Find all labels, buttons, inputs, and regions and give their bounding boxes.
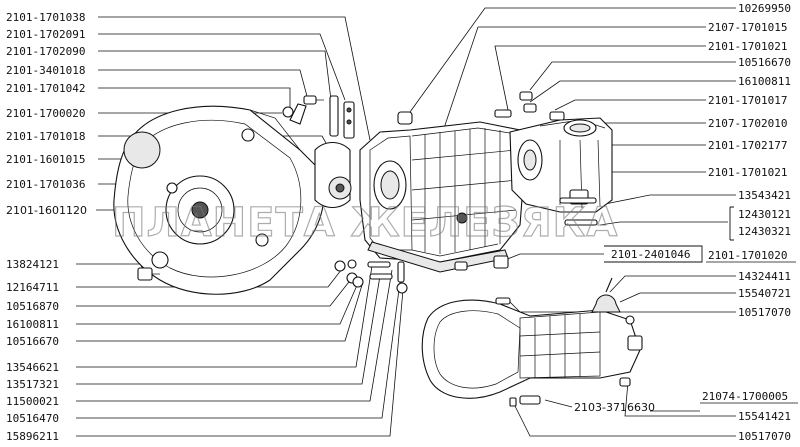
label-2101-3401018: 2101-3401018: [6, 64, 85, 77]
gearbox-case: [359, 111, 526, 273]
label-2101-1701038: 2101-1701038: [6, 11, 85, 24]
small-fasteners: [137, 255, 509, 294]
label-15896211: 15896211: [6, 430, 59, 443]
label-2101-1702090: 2101-1702090: [6, 45, 85, 58]
label-2101-1601015: 2101-1601015: [6, 153, 85, 166]
label-16100811-right: 16100811: [738, 75, 791, 88]
gear-lever-boot: [591, 294, 621, 313]
label-2101-1700020: 2101-1700020: [6, 107, 85, 120]
label-2101-1701020: 2101-1701020: [708, 249, 787, 262]
right-labels: 10269950 2107-1701015 2101-1701021 10516…: [604, 2, 796, 263]
label-15540721: 15540721: [738, 287, 791, 300]
label-10516670-right: 10516670: [738, 56, 791, 69]
plug-icon: [282, 106, 294, 118]
small-parts-upper-left: [303, 95, 355, 209]
label-2101-1701042: 2101-1701042: [6, 82, 85, 95]
left-labels: 2101-1701038 2101-1702091 2101-1702090 2…: [6, 11, 87, 443]
label-13824121: 13824121: [6, 258, 59, 271]
label-13517321: 13517321: [6, 378, 59, 391]
label-2101-1702091: 2101-1702091: [6, 28, 85, 41]
label-2101-1702177: 2101-1702177: [708, 139, 787, 152]
label-15541421: 15541421: [738, 410, 791, 423]
label-12430321: 12430321: [738, 225, 791, 238]
label-10516470: 10516470: [6, 412, 59, 425]
bottom-right-labels: 14324411 15540721 10517070 21074-1700005…: [574, 270, 798, 443]
label-14324411: 14324411: [738, 270, 791, 283]
label-2101-1701021-mid: 2101-1701021: [708, 166, 787, 179]
label-10269950: 10269950: [738, 2, 791, 15]
label-10516670: 10516670: [6, 335, 59, 348]
label-2101-1701036: 2101-1701036: [6, 178, 85, 191]
label-21074-1700005: 21074-1700005: [702, 390, 788, 403]
clutch-housing: [113, 103, 325, 295]
watermark: ПЛАНЕТА ЖЕЛЕЗЯКА: [112, 200, 618, 246]
label-2103-3716630: 2103-3716630: [574, 401, 655, 414]
label-12430121: 12430121: [738, 208, 791, 221]
label-2101-1601120: 2101-1601120: [6, 204, 87, 217]
label-2107-1701015: 2107-1701015: [708, 21, 787, 34]
label-10517070-top: 10517070: [738, 306, 791, 319]
label-12164711: 12164711: [6, 281, 59, 294]
label-13546621: 13546621: [6, 361, 59, 374]
label-11500021: 11500021: [6, 395, 59, 408]
rear-extension: [494, 91, 613, 226]
label-10517070-bottom: 10517070: [738, 430, 791, 443]
label-2101-2401046: 2101-2401046: [611, 248, 690, 261]
label-10516870: 10516870: [6, 300, 59, 313]
label-2101-1701017: 2101-1701017: [708, 94, 787, 107]
clutch-housing-opening: [123, 131, 161, 169]
label-13543421: 13543421: [738, 189, 791, 202]
label-16100811: 16100811: [6, 318, 59, 331]
label-2101-1701018: 2101-1701018: [6, 130, 85, 143]
label-2107-1702010: 2107-1702010: [708, 117, 787, 130]
assembled-gearbox: [421, 277, 643, 407]
label-2101-1701021-top: 2101-1701021: [708, 40, 787, 53]
